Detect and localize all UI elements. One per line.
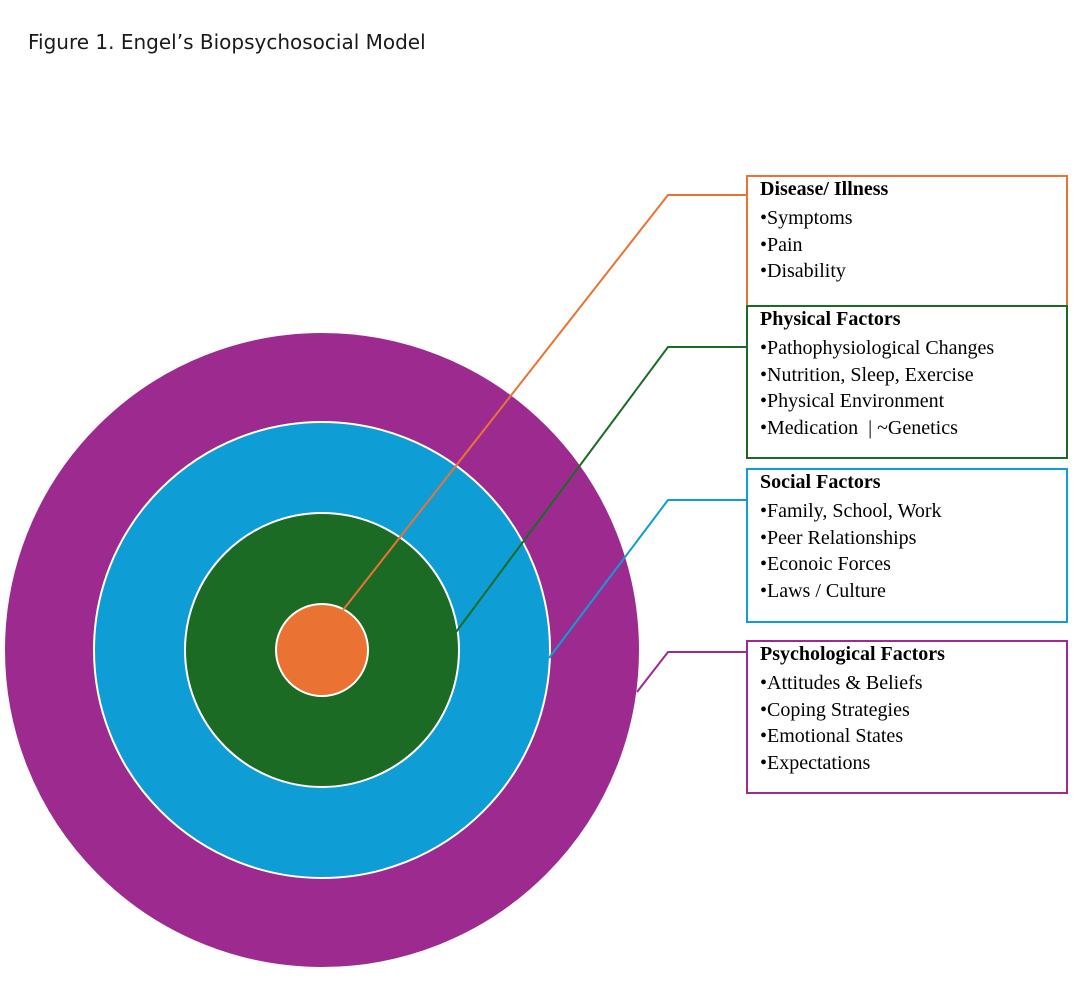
social-item: •Econoic Forces	[760, 553, 891, 575]
disease-item: •Symptoms	[760, 207, 853, 229]
physical-item: •Medication | ~Genetics	[760, 416, 958, 439]
disease-item: •Disability	[760, 260, 846, 282]
social-factors-box: Social Factors •Family, School, Work •Pe…	[746, 468, 1068, 623]
psychological-item: •Emotional States	[760, 725, 904, 747]
disease-item: •Pain	[760, 233, 803, 256]
psychological-factors-box: Psychological Factors •Attitudes & Belie…	[746, 640, 1068, 794]
disease-connector-line	[342, 194, 748, 611]
social-item: •Family, School, Work	[760, 500, 942, 522]
physical-connector-line	[455, 346, 748, 633]
social-item: •Laws / Culture	[760, 579, 886, 602]
disease-core	[275, 603, 369, 697]
social-connector-line	[548, 499, 748, 659]
social-item: •Peer Relationships	[760, 526, 917, 549]
psychological-item: •Coping Strategies	[760, 698, 910, 721]
physical-factors-title: Physical Factors	[760, 308, 901, 330]
physical-item: •Nutrition, Sleep, Exercise	[760, 363, 974, 386]
physical-item: •Physical Environment	[760, 390, 945, 412]
disease-illness-title: Disease/ Illness	[760, 178, 889, 200]
physical-factors-box: Physical Factors •Pathophysiological Cha…	[746, 305, 1068, 459]
social-factors-title: Social Factors	[760, 471, 881, 493]
physical-item: •Pathophysiological Changes	[760, 337, 995, 359]
psychological-factors-title: Psychological Factors	[760, 643, 945, 665]
psychological-item: •Expectations	[760, 751, 871, 774]
disease-illness-box: Disease/ Illness •Symptoms •Pain •Disabi…	[746, 175, 1068, 309]
psychological-connector-line	[636, 651, 748, 693]
psychological-item: •Attitudes & Beliefs	[760, 672, 923, 694]
figure-caption: Figure 1. Engel’s Biopsychosocial Model	[28, 30, 426, 54]
